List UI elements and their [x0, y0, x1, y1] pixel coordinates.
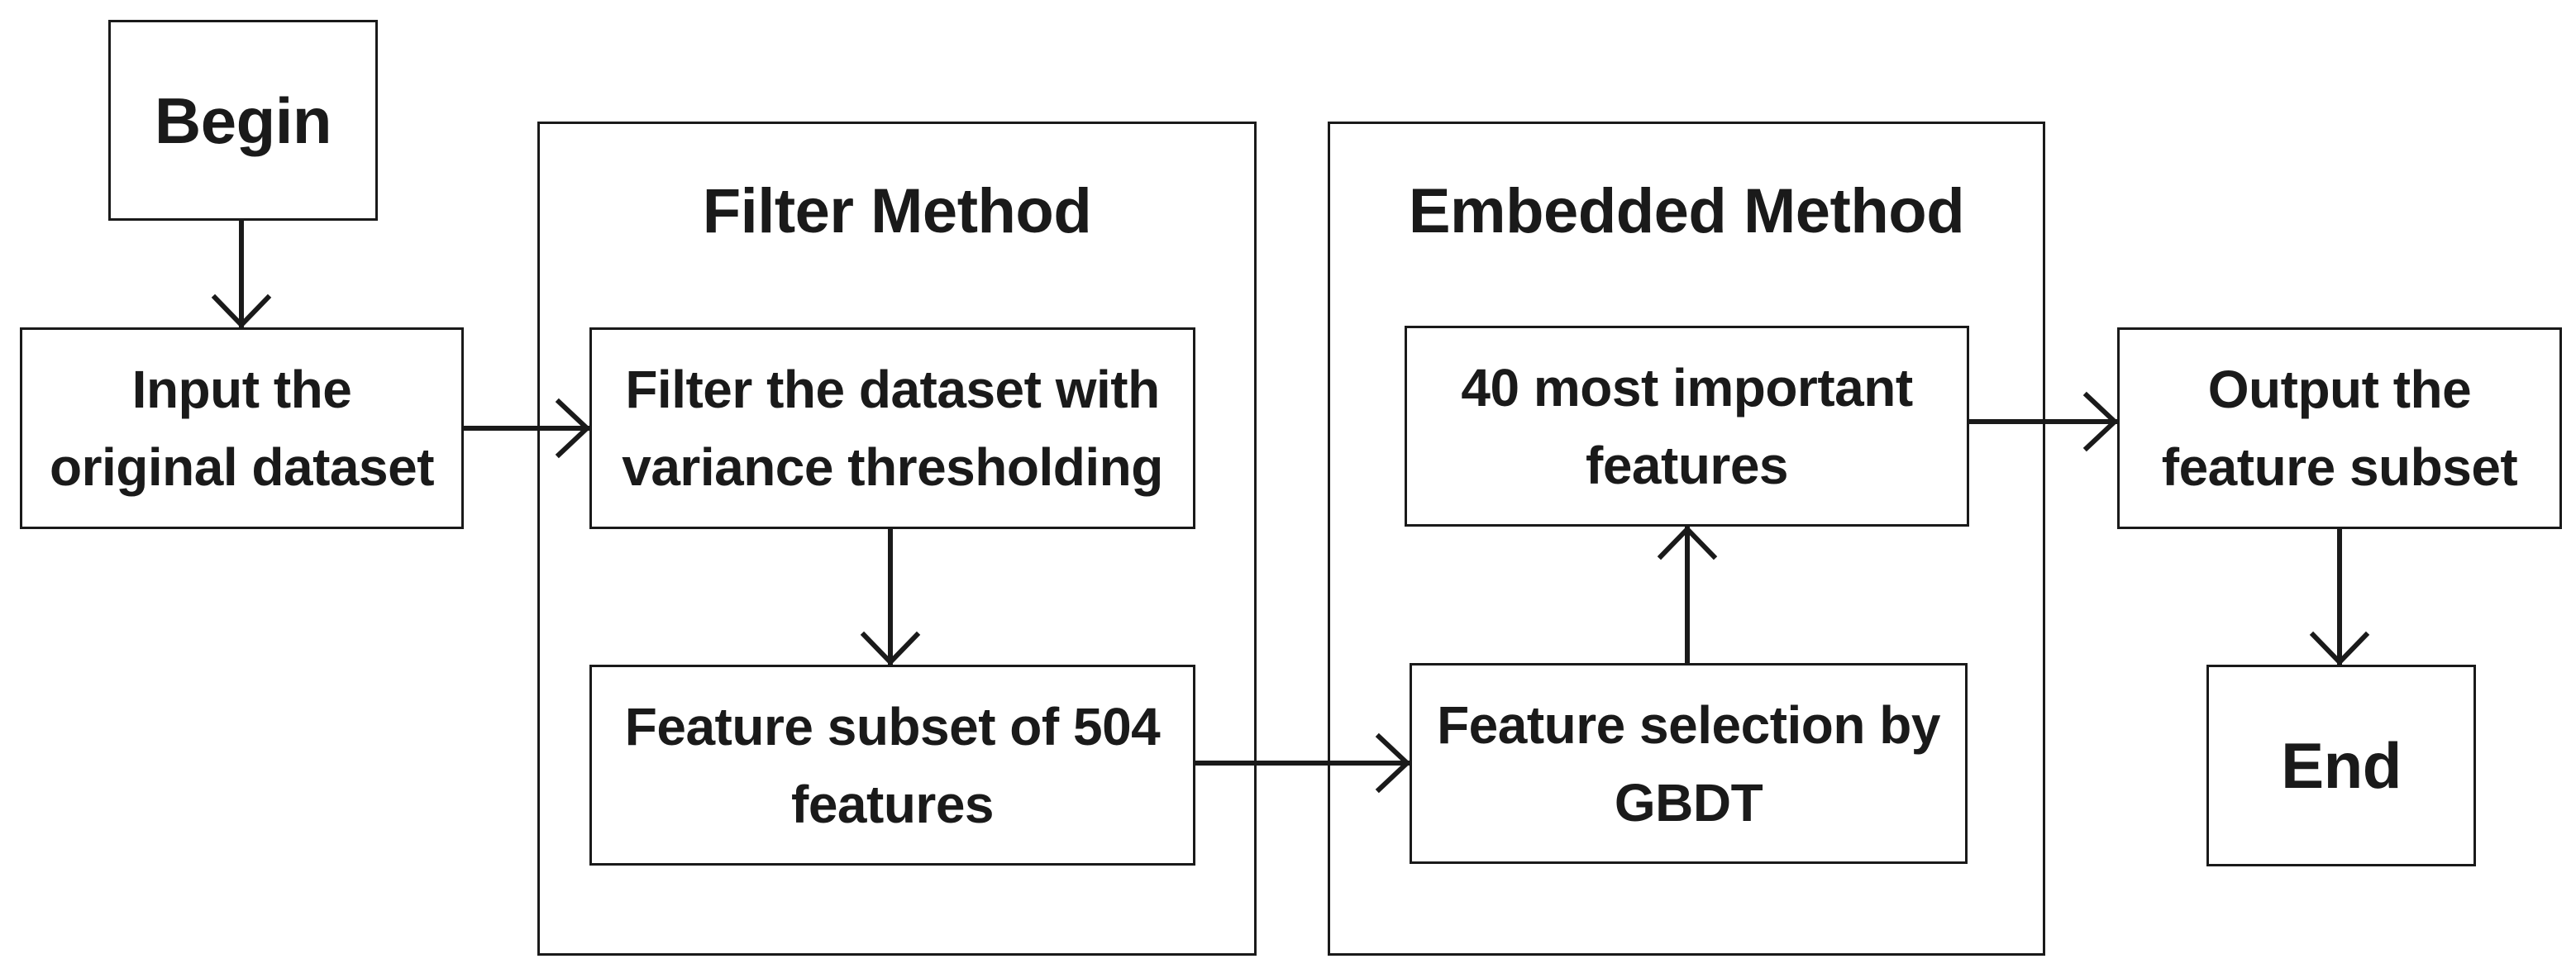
gbdt-selection-label-line1: Feature selection by — [1437, 694, 1940, 755]
variance-filter-label-line1: Filter the dataset with — [625, 360, 1160, 419]
gbdt-selection-label-line2: GBDT — [1614, 772, 1763, 832]
output-subset-label-line1: Output the — [2207, 360, 2472, 419]
important-features-label-line1: 40 most important — [1461, 357, 1913, 417]
feature-subset-504-label-line1: Feature subset of 504 — [624, 696, 1161, 756]
arrow-output-to-end — [2309, 527, 2370, 666]
important-features-label-line2: features — [1586, 435, 1789, 495]
end-node: End — [2206, 665, 2476, 866]
begin-node: Begin — [108, 20, 378, 221]
filter-method-title: Filter Method — [702, 176, 1092, 246]
variance-filter-label-line2: variance thresholding — [622, 437, 1163, 497]
important-features-node: 40 most important features — [1405, 326, 1969, 527]
output-subset-node: Output the feature subset — [2117, 327, 2562, 529]
input-dataset-label-line1: Input the — [131, 360, 352, 419]
arrow-begin-to-input — [211, 218, 272, 329]
gbdt-selection-node: Feature selection by GBDT — [1410, 663, 1968, 864]
begin-label: Begin — [154, 83, 332, 157]
feature-subset-504-node: Feature subset of 504 features — [589, 665, 1195, 866]
input-dataset-label-line2: original dataset — [50, 437, 435, 497]
end-label: End — [2281, 729, 2402, 802]
variance-filter-node: Filter the dataset with variance thresho… — [589, 327, 1195, 529]
output-subset-label-line2: feature subset — [2161, 437, 2518, 497]
input-dataset-node: Input the original dataset — [20, 327, 464, 529]
embedded-method-title: Embedded Method — [1408, 176, 1965, 246]
feature-subset-504-label-line2: features — [791, 774, 995, 834]
